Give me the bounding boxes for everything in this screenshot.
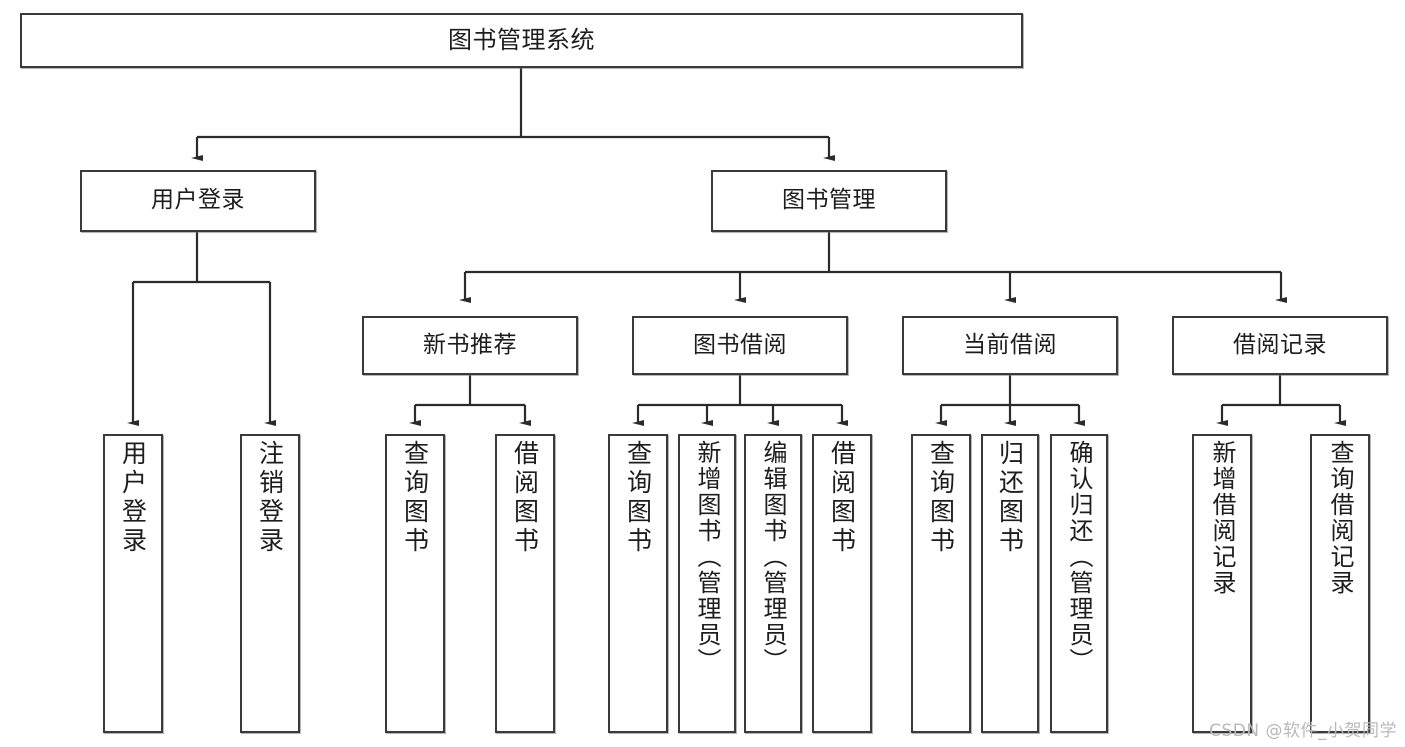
node-leaf-edit-book[interactable]: 编辑图书（管理员）	[744, 434, 802, 733]
node-leaf-add-book[interactable]: 新增图书（管理员）	[678, 434, 736, 733]
node-current-borrow-label: 当前借阅	[963, 331, 1057, 358]
node-new-book-rec-label: 新书推荐	[423, 331, 517, 358]
node-leaf-borrow-book-2[interactable]: 借阅图书	[812, 434, 872, 733]
node-leaf-query-book-2[interactable]: 查询图书	[608, 434, 668, 733]
node-root-system-label: 图书管理系统	[448, 26, 595, 55]
node-leaf-confirm-return-label: 确认归还（管理员）	[1065, 440, 1093, 674]
node-leaf-query-book-3-label: 查询图书	[926, 440, 956, 556]
node-leaf-query-book-1-label: 查询图书	[400, 440, 430, 556]
node-leaf-add-book-label: 新增图书（管理员）	[693, 440, 721, 674]
node-leaf-query-book-2-label: 查询图书	[623, 440, 653, 556]
node-book-manage[interactable]: 图书管理	[711, 170, 947, 232]
node-borrow-record-label: 借阅记录	[1233, 331, 1327, 358]
node-book-borrow-label: 图书借阅	[693, 331, 787, 358]
node-leaf-user-login[interactable]: 用户登录	[103, 434, 163, 733]
node-leaf-edit-book-label: 编辑图书（管理员）	[759, 440, 787, 674]
node-leaf-borrow-book-1[interactable]: 借阅图书	[495, 434, 555, 733]
node-leaf-confirm-return[interactable]: 确认归还（管理员）	[1050, 434, 1108, 733]
node-leaf-query-record[interactable]: 查询借阅记录	[1310, 434, 1370, 733]
node-leaf-return-book[interactable]: 归还图书	[981, 434, 1039, 733]
node-leaf-return-book-label: 归还图书	[995, 440, 1025, 556]
node-leaf-query-book-1[interactable]: 查询图书	[385, 434, 445, 733]
node-user-login-label: 用户登录	[151, 187, 245, 214]
node-book-borrow[interactable]: 图书借阅	[632, 316, 848, 375]
node-leaf-logout[interactable]: 注销登录	[240, 434, 300, 733]
node-user-login[interactable]: 用户登录	[80, 170, 316, 232]
node-borrow-record[interactable]: 借阅记录	[1172, 316, 1388, 375]
node-leaf-user-login-label: 用户登录	[118, 440, 148, 556]
node-leaf-borrow-book-1-label: 借阅图书	[510, 440, 540, 556]
node-root-system[interactable]: 图书管理系统	[20, 13, 1023, 68]
node-new-book-rec[interactable]: 新书推荐	[362, 316, 578, 375]
node-leaf-query-book-3[interactable]: 查询图书	[911, 434, 971, 733]
node-leaf-borrow-book-2-label: 借阅图书	[827, 440, 857, 556]
node-leaf-logout-label: 注销登录	[255, 440, 285, 556]
node-current-borrow[interactable]: 当前借阅	[902, 316, 1118, 375]
node-leaf-query-record-label: 查询借阅记录	[1326, 440, 1354, 596]
node-leaf-add-record[interactable]: 新增借阅记录	[1192, 434, 1252, 733]
node-book-manage-label: 图书管理	[782, 187, 876, 214]
node-leaf-add-record-label: 新增借阅记录	[1208, 440, 1236, 596]
csdn-watermark: CSDN @软件_小贺同学	[1209, 721, 1397, 741]
